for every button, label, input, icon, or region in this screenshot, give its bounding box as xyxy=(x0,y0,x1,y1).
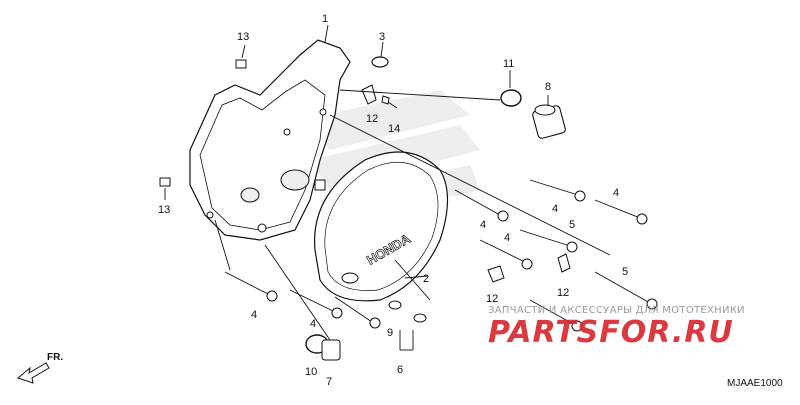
callout-4a: 4 xyxy=(251,309,257,321)
plug-7 xyxy=(321,339,341,361)
callout-4f: 4 xyxy=(613,187,619,199)
oil-filler-cap xyxy=(532,104,566,139)
leader-lines xyxy=(164,24,549,279)
callout-8: 8 xyxy=(545,81,551,93)
cable-clamp-12-top xyxy=(361,84,377,105)
washer-bolt-9 xyxy=(388,300,427,323)
callout-4d: 4 xyxy=(504,232,510,244)
left-crankcase-cover xyxy=(189,39,351,241)
callout-2: 2 xyxy=(423,273,429,285)
assembly-lines xyxy=(214,89,611,351)
cable-clamp-12-right xyxy=(557,253,571,273)
bolt-set xyxy=(224,179,658,332)
front-arrow-icon xyxy=(16,362,50,384)
callout-4e: 4 xyxy=(552,203,558,215)
callout-4b: 4 xyxy=(310,318,316,330)
watermark-site-name: PARTSFOR.RU xyxy=(488,315,734,350)
callout-13a: 13 xyxy=(237,31,249,43)
callout-5a: 5 xyxy=(569,219,575,231)
grommet-3 xyxy=(371,56,389,68)
callout-1: 1 xyxy=(322,13,328,25)
callout-11: 11 xyxy=(503,58,514,70)
callout-13b: 13 xyxy=(158,204,170,216)
callout-5b: 5 xyxy=(622,266,628,278)
callout-6: 6 xyxy=(397,364,403,376)
watermark-tagline: ЗАПЧАСТИ И АКСЕССУАРЫ ДЛЯ МОТОТЕХНИКИ xyxy=(488,305,745,316)
callout-9: 9 xyxy=(387,327,393,339)
callout-7: 7 xyxy=(326,376,332,388)
dowel-pin-13-left xyxy=(159,177,171,187)
callout-12c: 12 xyxy=(557,287,569,299)
callout-3: 3 xyxy=(379,31,385,43)
callout-10: 10 xyxy=(305,366,317,378)
dowel-pin-13-top xyxy=(235,59,247,69)
front-label: FR. xyxy=(47,352,64,363)
callout-4c: 4 xyxy=(480,219,486,231)
diagram-code: MJAAE1000 xyxy=(727,378,783,389)
o-ring-11 xyxy=(500,89,522,107)
callout-12a: 12 xyxy=(366,113,378,125)
clutch-cover: HONDA xyxy=(313,151,449,302)
cable-clamp-12-mid xyxy=(487,265,505,283)
callout-labels: 1 2 3 4 4 4 4 4 4 5 5 6 7 8 9 10 11 12 1… xyxy=(158,13,628,388)
bolt-14 xyxy=(381,95,398,109)
callout-12b: 12 xyxy=(486,293,498,305)
callout-14: 14 xyxy=(388,123,400,135)
